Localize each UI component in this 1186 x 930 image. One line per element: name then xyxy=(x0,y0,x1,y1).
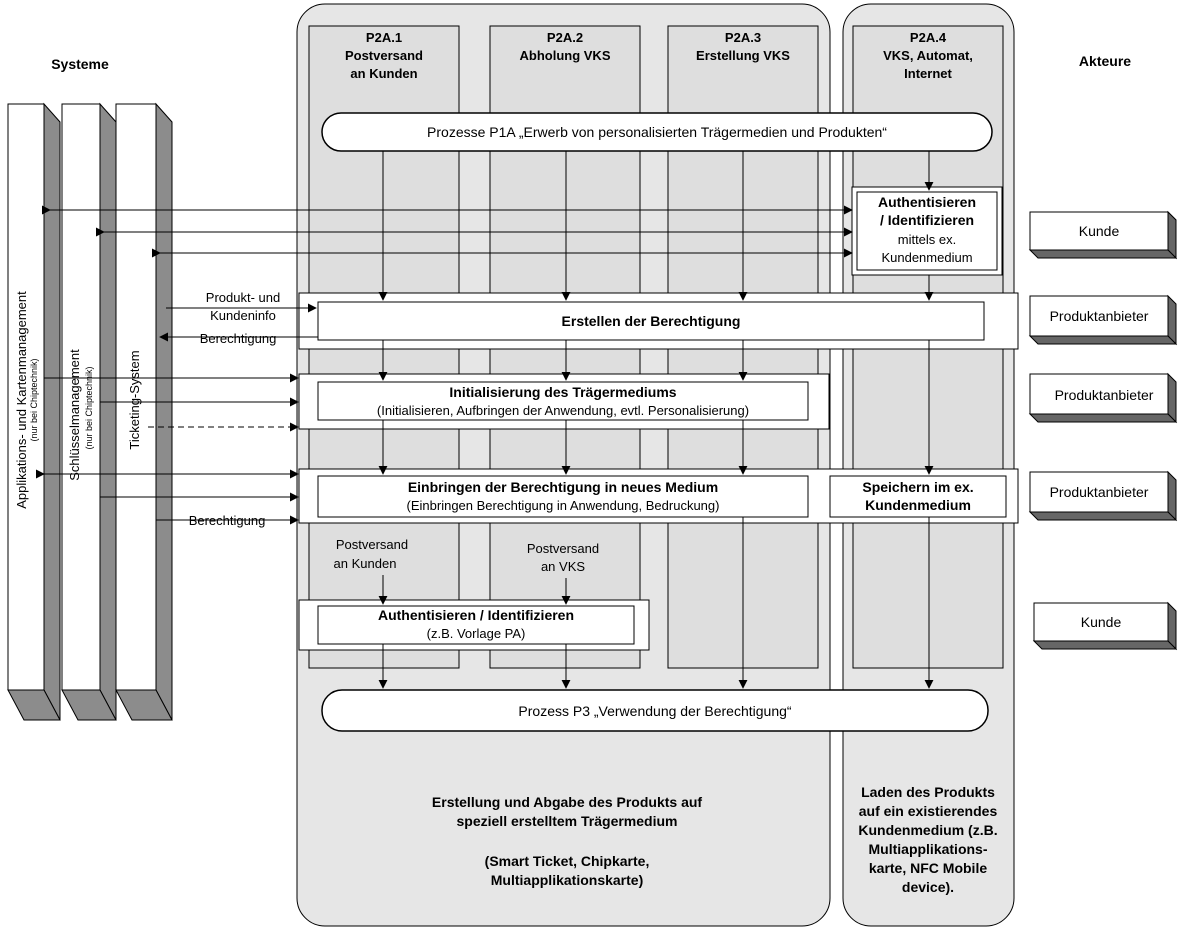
bottom-right-line3: Kundenmedium (z.B. xyxy=(858,822,997,838)
speichern-line2: Kundenmedium xyxy=(865,497,971,513)
postversand-kunden-1: Postversand xyxy=(336,537,408,552)
produkt-info-label-2: Kundeninfo xyxy=(210,308,276,323)
auth-bottom-box xyxy=(317,605,635,645)
actor-kunde-2-label: Kunde xyxy=(1081,614,1122,630)
col-p2a4-line2: Internet xyxy=(904,66,952,81)
init-title: Initialisierung des Trägermediums xyxy=(449,384,676,400)
bottom-right-line5: karte, NFC Mobile xyxy=(869,860,987,876)
system-applikation-sub: (nur bei Chiptechnik) xyxy=(29,358,39,441)
bottom-right-line6: device). xyxy=(902,879,954,895)
col-p2a1-id: P2A.1 xyxy=(366,30,402,45)
bottom-right-line4: Multiapplikations- xyxy=(869,841,988,857)
process-p3 xyxy=(321,689,989,732)
system-schluessel-sub: (nur bei Chiptechnik) xyxy=(84,366,94,449)
auth-top-line2: / Identifizieren xyxy=(880,212,974,228)
auth-top-line4: Kundenmedium xyxy=(881,250,972,265)
bottom-left-line2: speziell erstelltem Trägermedium xyxy=(457,813,678,829)
auth-top-line1: Authentisieren xyxy=(878,194,976,210)
actor-kunde-2: Kunde xyxy=(1032,601,1178,651)
actor-produktanbieter-3: Produktanbieter xyxy=(1028,470,1178,522)
actor-produktanbieter-2-label: Produktanbieter xyxy=(1055,387,1154,403)
actor-produktanbieter-1-label: Produktanbieter xyxy=(1050,308,1149,324)
actor-produktanbieter-3-label: Produktanbieter xyxy=(1050,484,1149,500)
system-schluessel-label: Schlüsselmanagement xyxy=(67,349,82,481)
bottom-right-line2: auf ein existierendes xyxy=(859,803,998,819)
process-p1a-label: Prozesse P1A „Erwerb von personalisierte… xyxy=(427,124,887,140)
process-p1a xyxy=(321,112,993,152)
produkt-info-label-1: Produkt- und xyxy=(206,290,280,305)
actor-produktanbieter-2: Produktanbieter xyxy=(1028,372,1178,424)
auth-top-line3: mittels ex. xyxy=(898,232,957,247)
system-ticketing-label: Ticketing-System xyxy=(127,350,142,449)
col-p2a4-id: P2A.4 xyxy=(910,30,947,45)
postversand-kunden-2: an Kunden xyxy=(334,556,397,571)
init-sub: (Initialisieren, Aufbringen der Anwendun… xyxy=(377,403,749,418)
einbringen-box xyxy=(317,475,809,518)
system-pillar-applikation xyxy=(7,102,61,721)
auth-top-box xyxy=(856,191,998,271)
bottom-left-line1: Erstellung und Abgabe des Produkts auf xyxy=(432,794,703,810)
init-box xyxy=(317,381,809,421)
connectors xyxy=(35,151,934,689)
process-p3-label: Prozess P3 „Verwendung der Berechtigung“ xyxy=(518,703,791,719)
col-p2a1-line2: an Kunden xyxy=(350,66,417,81)
system-pillar-ticketing xyxy=(115,102,173,721)
erstellen-box xyxy=(317,301,985,341)
akteure-header: Akteure xyxy=(1079,53,1131,69)
system-applikation-label: Applikations- und Kartenmanagement xyxy=(14,291,29,509)
col-p2a1-line1: Postversand xyxy=(345,48,423,63)
auth-bottom-title: Authentisieren / Identifizieren xyxy=(378,607,574,623)
col-p2a3-id: P2A.3 xyxy=(725,30,761,45)
postversand-vks-2: an VKS xyxy=(541,559,585,574)
bottom-left-line3: (Smart Ticket, Chipkarte, xyxy=(485,853,650,869)
system-pillar-schluessel xyxy=(61,102,117,721)
auth-bottom-sub: (z.B. Vorlage PA) xyxy=(427,626,526,641)
bottom-left-line4: Multiapplikationskarte) xyxy=(491,872,643,888)
einbringen-sub: (Einbringen Berechtigung in Anwendung, B… xyxy=(407,498,720,513)
einbringen-title: Einbringen der Berechtigung in neues Med… xyxy=(408,479,718,495)
actor-kunde-1-label: Kunde xyxy=(1079,223,1120,239)
actor-kunde-1: Kunde xyxy=(1028,210,1178,260)
postversand-vks-1: Postversand xyxy=(527,541,599,556)
speichern-line1: Speichern im ex. xyxy=(862,479,973,495)
col-p2a2-id: P2A.2 xyxy=(547,30,583,45)
erstellen-label: Erstellen der Berechtigung xyxy=(562,313,741,329)
col-p2a2-line1: Abholung VKS xyxy=(520,48,611,63)
bottom-right-line1: Laden des Produkts xyxy=(861,784,995,800)
col-p2a3-line1: Erstellung VKS xyxy=(696,48,790,63)
speichern-box xyxy=(829,475,1007,518)
col-p2a4-line1: VKS, Automat, xyxy=(883,48,973,63)
systeme-header: Systeme xyxy=(51,56,109,72)
actor-produktanbieter-1: Produktanbieter xyxy=(1028,294,1178,346)
berechtigung-label-1: Berechtigung xyxy=(200,331,277,346)
